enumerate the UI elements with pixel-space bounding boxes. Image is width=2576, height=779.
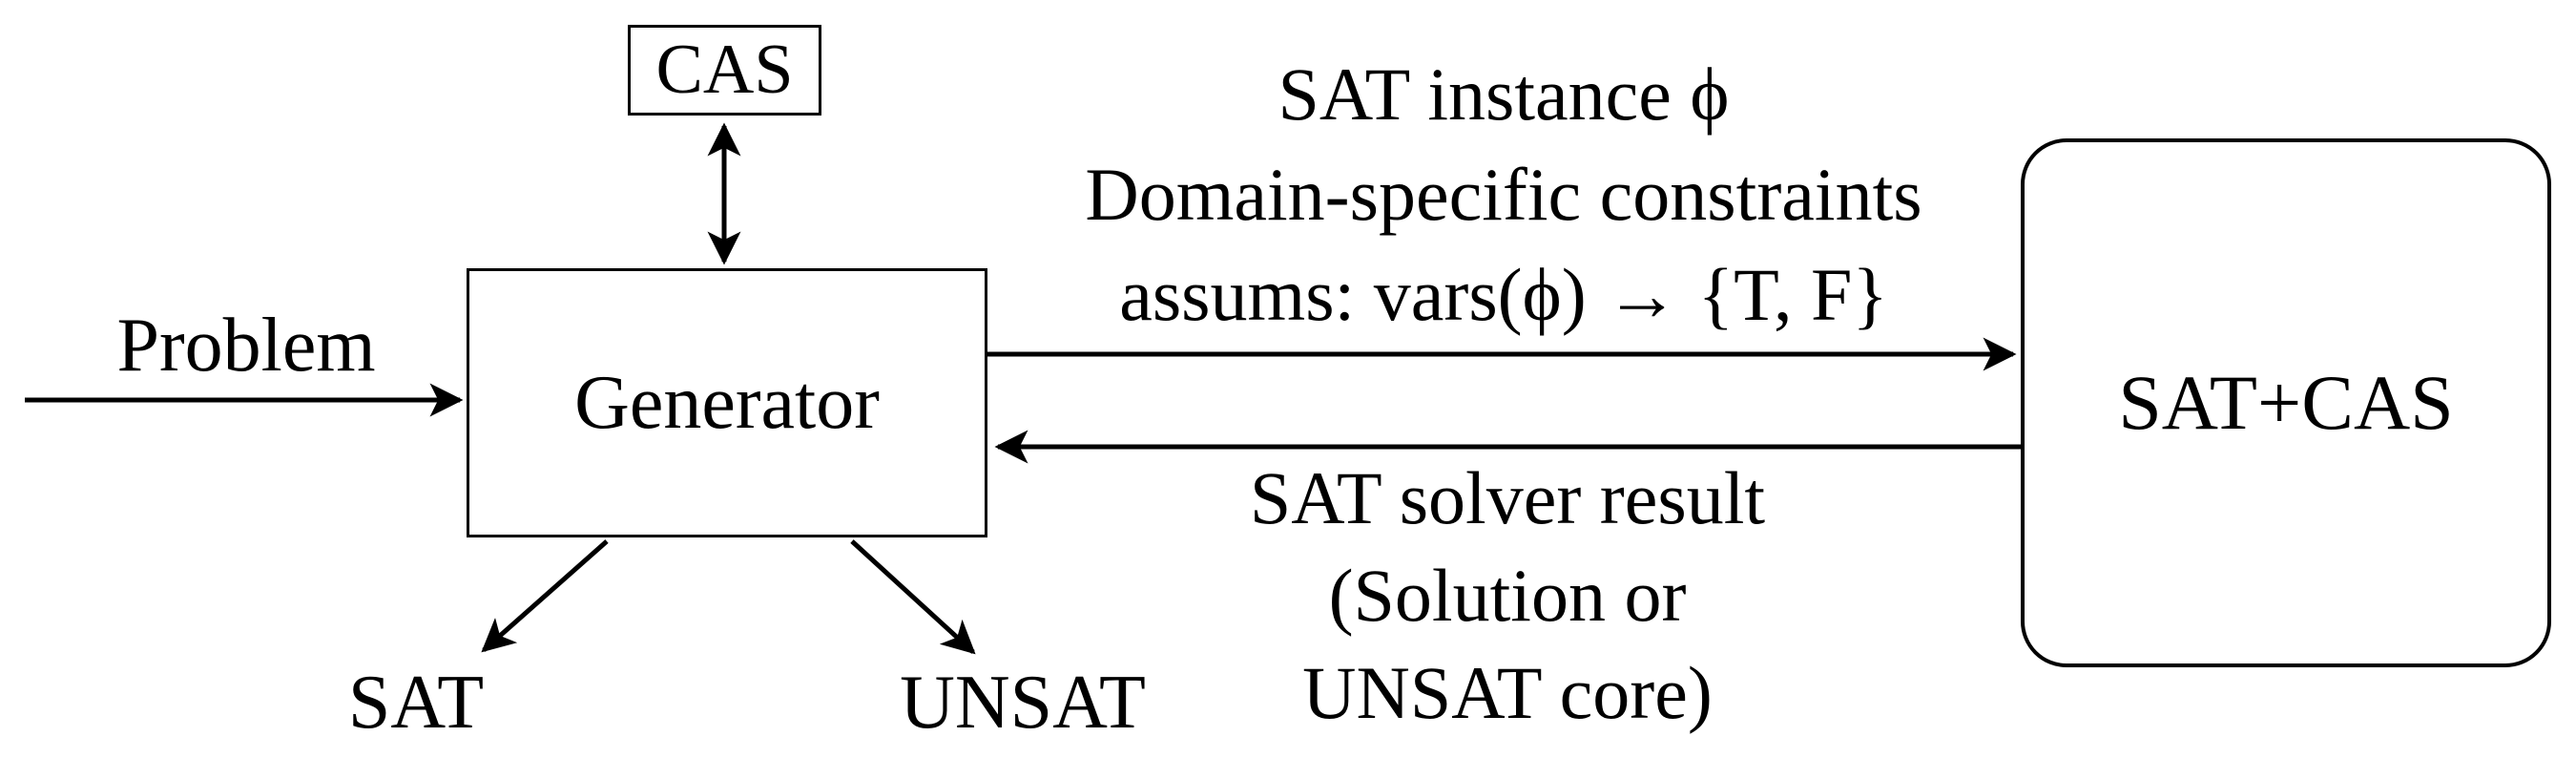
generator-unsat-arrow — [850, 539, 976, 655]
cas-node-label: CAS — [655, 31, 794, 109]
forward-edge-label: SAT instance ϕ Domain-specific constrain… — [1003, 44, 2005, 345]
generator-node-label: Generator — [574, 360, 880, 445]
cas-node: CAS — [628, 25, 821, 116]
unsat-output-label: UNSAT — [900, 661, 1146, 745]
generator-node: Generator — [467, 268, 987, 537]
backward-edge-label-line3: UNSAT core) — [1302, 651, 1713, 734]
generator-sat-arrow — [481, 539, 609, 653]
backward-edge-label-line2: (Solution or — [1328, 554, 1687, 637]
backward-edge-label: SAT solver result (Solution or UNSAT cor… — [1011, 450, 2004, 742]
forward-edge-label-line2: Domain-specific constraints — [1085, 153, 1922, 236]
backward-edge-label-line1: SAT solver result — [1249, 456, 1766, 539]
problem-label: Problem — [116, 304, 376, 388]
sat-output-label: SAT — [347, 661, 485, 745]
satcas-node-label: SAT+CAS — [2118, 359, 2454, 446]
forward-edge-label-line3: assums: vars(ϕ) → {T, F} — [1119, 253, 1888, 336]
satcas-node: SAT+CAS — [2021, 138, 2551, 667]
forward-edge-label-line1: SAT instance ϕ — [1278, 53, 1730, 136]
